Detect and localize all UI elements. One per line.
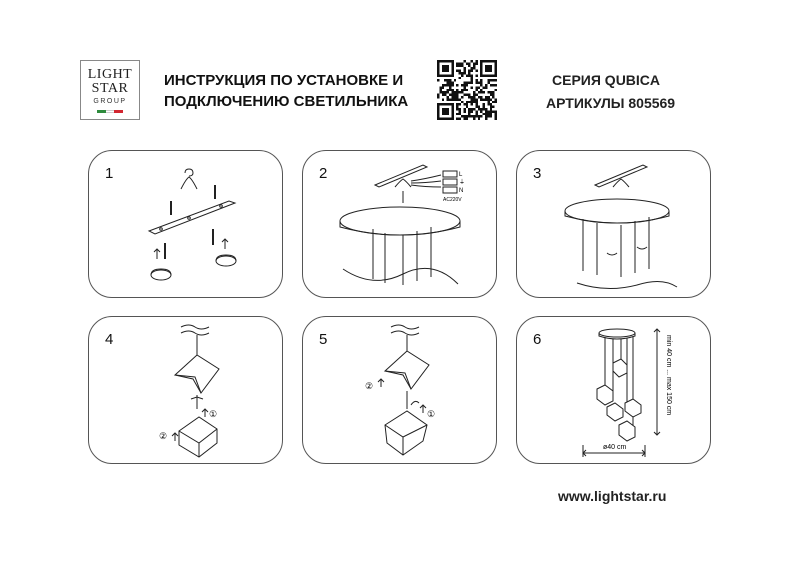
shade-fix-diagram: ② ① xyxy=(365,324,435,456)
logo-line-1: LIGHT xyxy=(87,67,133,82)
terminal-label-l: L xyxy=(459,172,463,178)
height-range-label: min 40 cm ... max 150 cm xyxy=(665,335,672,415)
qr-code-icon xyxy=(437,60,497,120)
logo-line-2: STAR xyxy=(91,81,129,96)
step-panel-5: 5 ② ① xyxy=(302,316,497,464)
terminal-label-ground: ⏚ xyxy=(459,179,465,186)
step-marker-1: ① xyxy=(427,409,435,419)
voltage-label: AC220V xyxy=(443,197,462,203)
italian-flag xyxy=(97,110,124,113)
step-number: 4 xyxy=(105,331,114,348)
step-panel-4: 4 ① ② xyxy=(88,316,283,464)
mounting-bar-diagram xyxy=(147,168,237,281)
document-title: ИНСТРУКЦИЯ ПО УСТАНОВКЕ И ПОДКЛЮЧЕНИЮ СВ… xyxy=(164,70,434,112)
step-number: 6 xyxy=(533,331,542,348)
series-label: СЕРИЯ QUBICA xyxy=(552,72,661,88)
step-marker-2: ② xyxy=(365,381,373,391)
step-number: 1 xyxy=(105,165,114,182)
terminal-label-n: N xyxy=(459,188,463,194)
shade-attach-diagram: ① ② xyxy=(159,324,220,458)
step-marker-1: ① xyxy=(209,409,217,419)
logo-frame xyxy=(80,60,140,120)
diameter-label: ø40 cm xyxy=(603,444,627,451)
logo-line-3: GROUP xyxy=(93,98,127,105)
step-number: 2 xyxy=(319,165,328,182)
step-number: 3 xyxy=(533,165,542,182)
step-panel-6: 6 min 40 cm ... max 150 cm ø40 cm xyxy=(516,316,711,464)
website-link[interactable]: www.lightstar.ru xyxy=(558,488,667,504)
step-panel-3: 3 xyxy=(516,150,711,298)
canopy-fixing-diagram xyxy=(564,164,678,289)
step-panel-1: 1 xyxy=(88,150,283,298)
step-number: 5 xyxy=(319,331,328,348)
article-label: АРТИКУЛЫ 805569 xyxy=(546,95,676,111)
title-line-1: ИНСТРУКЦИЯ ПО УСТАНОВКЕ И xyxy=(164,72,404,89)
brand-logo: LIGHT STAR GROUP xyxy=(80,60,140,120)
step-panel-2: 2 L ⏚ N AC220V xyxy=(302,150,497,298)
step-marker-2: ② xyxy=(159,431,167,441)
wiring-diagram: L ⏚ N AC220V xyxy=(339,164,465,285)
dimensions-diagram: min 40 cm ... max 150 cm ø40 cm xyxy=(582,328,672,457)
title-line-2: ПОДКЛЮЧЕНИЮ СВЕТИЛЬНИКА xyxy=(164,93,409,110)
